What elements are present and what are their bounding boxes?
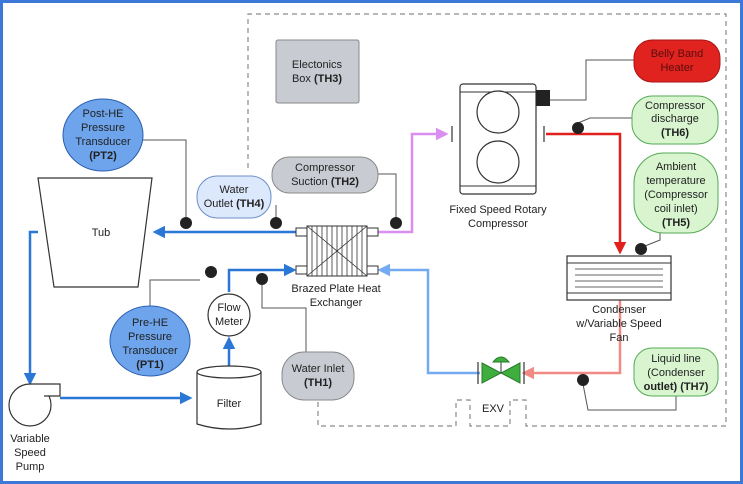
svg-text:Pressure: Pressure — [128, 331, 172, 343]
svg-text:Transducer: Transducer — [122, 345, 178, 357]
svg-text:Transducer: Transducer — [75, 136, 131, 148]
water-pipes — [23, 225, 297, 405]
svg-text:Water Inlet: Water Inlet — [292, 363, 345, 375]
svg-text:Heater: Heater — [660, 62, 693, 74]
svg-text:outlet) (TH7): outlet) (TH7) — [644, 381, 709, 393]
svg-text:(TH5): (TH5) — [662, 217, 690, 229]
sensor-pre-he-pressure-transducer: Pre-HE Pressure Transducer (PT1) — [109, 305, 191, 377]
svg-text:(Condenser: (Condenser — [647, 367, 705, 379]
svg-text:Outlet (TH4): Outlet (TH4) — [204, 198, 265, 210]
svg-text:Fixed Speed Rotary: Fixed Speed Rotary — [449, 204, 547, 216]
svg-text:Meter: Meter — [215, 316, 243, 328]
sensor-water-inlet: Water Inlet (TH1) — [281, 351, 355, 401]
svg-text:Liquid line: Liquid line — [651, 353, 701, 365]
svg-text:Brazed Plate Heat: Brazed Plate Heat — [291, 283, 380, 295]
svg-text:Belly Band: Belly Band — [651, 48, 704, 60]
unit-enclosure-dashed — [247, 13, 727, 427]
pipe-tub-to-pump — [23, 230, 38, 386]
electronics-box: Electonics Box (TH3) — [275, 39, 360, 104]
sensor-compressor-discharge: Compressor discharge (TH6) — [631, 95, 719, 145]
svg-text:Flow: Flow — [217, 302, 240, 314]
svg-text:coil inlet): coil inlet) — [654, 203, 697, 215]
sensor-ambient-temperature: Ambient temperature (Compressor coil inl… — [633, 152, 719, 234]
svg-text:Electonics: Electonics — [292, 59, 343, 71]
svg-text:Fan: Fan — [610, 332, 629, 344]
svg-text:Ambient: Ambient — [656, 161, 696, 173]
svg-text:(TH6): (TH6) — [661, 127, 689, 139]
svg-text:(PT1): (PT1) — [136, 359, 164, 371]
sensor-water-outlet: Water Outlet (TH4) — [196, 175, 272, 219]
svg-text:Speed: Speed — [14, 447, 46, 459]
pipe-flowmeter-to-he — [227, 263, 297, 292]
svg-text:Condenser: Condenser — [592, 304, 646, 316]
svg-text:Exchanger: Exchanger — [310, 297, 363, 309]
pipe-condenser-to-exv — [521, 300, 622, 380]
svg-text:(PT2): (PT2) — [89, 150, 117, 162]
variable-speed-pump: Variable Speed Pump — [8, 383, 61, 473]
svg-text:Variable: Variable — [10, 433, 50, 445]
pipe-exv-to-he — [377, 263, 480, 375]
svg-text:Suction (TH2): Suction (TH2) — [291, 176, 359, 188]
svg-text:Water: Water — [220, 184, 249, 196]
tub: Tub — [37, 177, 153, 288]
sensor-liquid-line: Liquid line (Condenser outlet) (TH7) — [633, 347, 719, 397]
sensor-compressor-suction: Compressor Suction (TH2) — [271, 156, 379, 194]
svg-text:Filter: Filter — [217, 398, 242, 410]
brazed-plate-heat-exchanger: Brazed Plate Heat Exchanger — [291, 225, 381, 309]
svg-text:(Compressor: (Compressor — [644, 189, 708, 201]
fixed-speed-rotary-compressor: Fixed Speed Rotary Compressor — [449, 83, 550, 230]
svg-text:w/Variable Speed: w/Variable Speed — [575, 318, 661, 330]
flow-meter: Flow Meter — [207, 293, 251, 337]
svg-text:Pump: Pump — [16, 461, 45, 473]
filter: Filter — [196, 365, 262, 430]
svg-text:Box (TH3): Box (TH3) — [292, 73, 342, 85]
sensor-post-he-pressure-transducer: Post-HE Pressure Transducer (PT2) — [62, 98, 144, 172]
svg-text:EXV: EXV — [482, 403, 505, 415]
svg-text:Compressor: Compressor — [468, 218, 528, 230]
condenser: Condenser w/Variable Speed Fan — [566, 255, 672, 344]
svg-text:Post-HE: Post-HE — [83, 108, 124, 120]
svg-text:discharge: discharge — [651, 113, 699, 125]
svg-text:Tub: Tub — [92, 227, 111, 239]
svg-text:Compressor: Compressor — [645, 100, 705, 112]
pipe-compressor-to-condenser — [546, 132, 627, 255]
refrigerant-pipes — [377, 127, 627, 380]
expansion-valve: EXV — [477, 356, 525, 415]
belly-band-heater: Belly Band Heater — [633, 39, 721, 83]
svg-text:(TH1): (TH1) — [304, 377, 332, 389]
sensor-connection-dots — [180, 122, 647, 386]
svg-text:temperature: temperature — [646, 175, 705, 187]
svg-text:Pre-HE: Pre-HE — [132, 317, 168, 329]
svg-text:Pressure: Pressure — [81, 122, 125, 134]
svg-text:Compressor: Compressor — [295, 162, 355, 174]
pipe-he-to-compressor — [378, 127, 449, 234]
